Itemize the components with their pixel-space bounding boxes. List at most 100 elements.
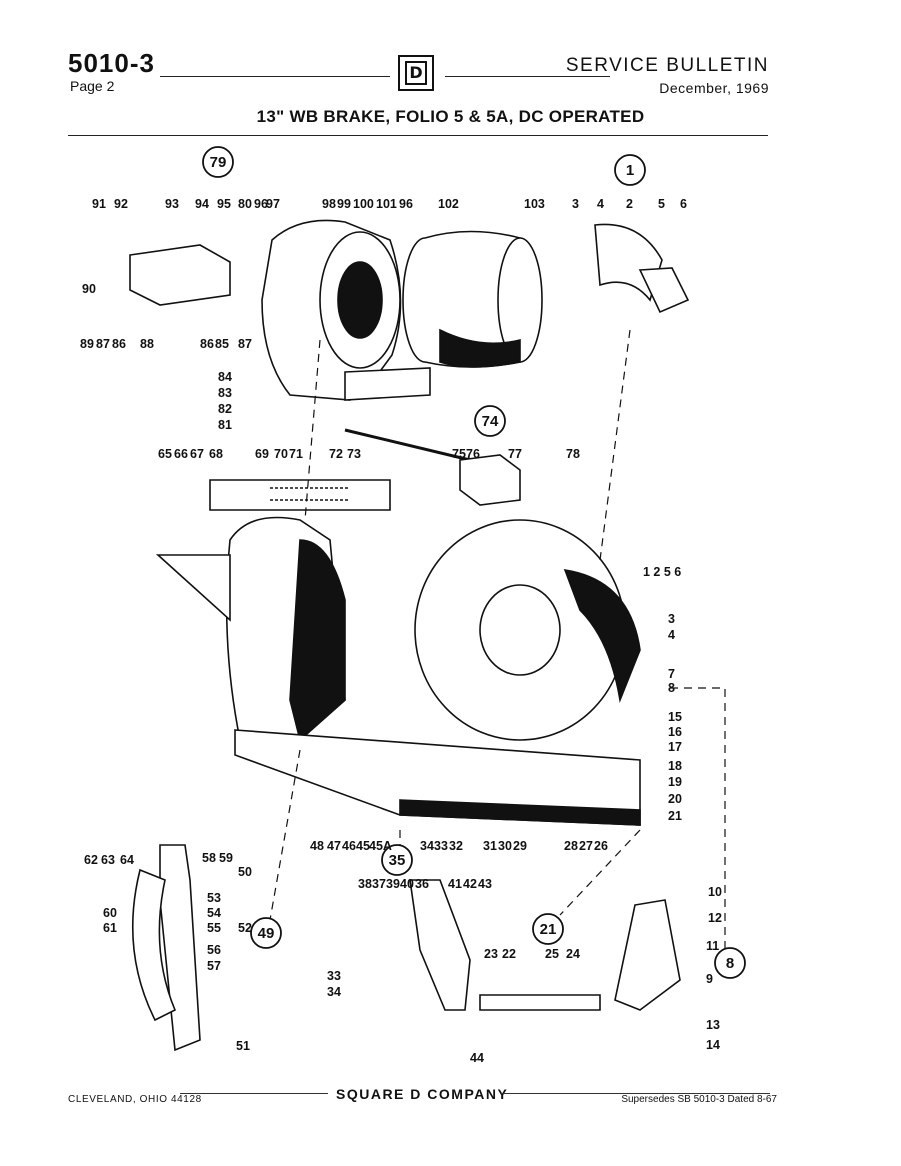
lever-arm-middle	[409, 879, 471, 1011]
part-label: 57	[207, 959, 221, 973]
part-label: 70	[274, 447, 288, 461]
part-label: 73	[347, 447, 361, 461]
part-label: 38	[358, 877, 372, 891]
part-label: 46	[342, 839, 356, 853]
part-label: 96	[399, 197, 413, 211]
part-label: 99	[337, 197, 351, 211]
part-label: 25	[545, 947, 559, 961]
part-label: 48	[310, 839, 324, 853]
part-label: 59	[219, 851, 233, 865]
part-label: 87	[96, 337, 110, 351]
frame-shadow	[289, 539, 346, 742]
part-label: 47	[327, 839, 341, 853]
part-label: 65	[158, 447, 172, 461]
shoe-lining	[638, 267, 690, 314]
part-label: 9	[706, 972, 713, 986]
part-label: 98	[322, 197, 336, 211]
housing-foot	[344, 367, 431, 401]
part-label: 89	[80, 337, 94, 351]
part-label: 34	[420, 839, 434, 853]
part-label: 43	[478, 877, 492, 891]
part-label: 20	[668, 792, 682, 806]
armature-shadow	[439, 328, 521, 368]
part-label: 18	[668, 759, 682, 773]
part-label: 26	[594, 839, 608, 853]
part-label: 72	[329, 447, 343, 461]
lever-arm-right	[614, 899, 681, 1011]
part-label: 54	[207, 906, 221, 920]
part-label: 64	[120, 853, 134, 867]
circled-ref-35	[381, 844, 413, 876]
part-label: 102	[438, 197, 459, 211]
part-label: 56	[207, 943, 221, 957]
document-number: 5010-3	[68, 48, 155, 78]
circled-ref-21-label: 21	[540, 921, 557, 938]
part-label: 41	[448, 877, 462, 891]
part-label: 62	[84, 853, 98, 867]
circled-ref-1-label: 1	[626, 162, 634, 179]
part-label: 1 2 5 6	[643, 565, 681, 579]
part-label: 92	[114, 197, 128, 211]
part-label: 12	[708, 911, 722, 925]
part-label: 84	[218, 370, 232, 384]
leader-dash-5	[269, 749, 301, 921]
part-label: 23	[484, 947, 498, 961]
header-rule-right	[445, 76, 610, 77]
footer-rule-right	[500, 1093, 770, 1094]
part-label: 8	[668, 681, 675, 695]
part-label: 44	[470, 1051, 484, 1065]
wheel-lining-right	[563, 569, 641, 703]
wedge	[155, 554, 231, 622]
part-label: 30	[498, 839, 512, 853]
part-label: 21	[668, 809, 682, 823]
part-label: 31	[483, 839, 497, 853]
part-label: 42	[463, 877, 477, 891]
part-label: 101	[376, 197, 397, 211]
circled-ref-35-label: 35	[389, 852, 406, 869]
part-label: 50	[238, 865, 252, 879]
part-label: 11	[706, 939, 719, 953]
part-label: 86	[200, 337, 214, 351]
part-label: 95	[217, 197, 231, 211]
footer-supersedes: Supersedes SB 5010-3 Dated 8-67	[621, 1094, 777, 1105]
part-label: 78	[566, 447, 580, 461]
part-label: 103	[524, 197, 545, 211]
footer-location: CLEVELAND, OHIO 44128	[68, 1094, 202, 1105]
circled-ref-8-label: 8	[726, 955, 734, 972]
circled-ref-49-label: 49	[258, 925, 275, 942]
lever-arm-left	[159, 844, 201, 1052]
part-label: 55	[207, 921, 221, 935]
part-label: 83	[218, 386, 232, 400]
part-label: 3	[572, 197, 579, 211]
part-label: 40	[400, 877, 414, 891]
part-label: 22	[502, 947, 516, 961]
part-label: 24	[566, 947, 580, 961]
part-label: 76	[466, 447, 480, 461]
brake-wheel-hub	[479, 584, 561, 676]
part-label: 2	[626, 197, 633, 211]
square-d-logo: D	[398, 55, 434, 91]
part-label: 53	[207, 891, 221, 905]
part-label: 94	[195, 197, 209, 211]
logo-letter: D	[405, 61, 427, 85]
page-heading: 13" WB BRAKE, FOLIO 5 & 5A, DC OPERATED	[256, 107, 645, 126]
spring-assembly	[209, 479, 391, 511]
header-rule-left	[160, 76, 390, 77]
heading-rule	[68, 135, 768, 136]
part-label: 39	[386, 877, 400, 891]
part-label: 88	[140, 337, 154, 351]
part-label: 19	[668, 775, 682, 789]
part-label: 87	[238, 337, 252, 351]
part-label: 60	[103, 906, 117, 920]
part-label: 17	[668, 740, 682, 754]
mounting-block	[129, 244, 231, 306]
diagram-drawing	[129, 219, 726, 1052]
part-label: 81	[218, 418, 232, 432]
part-label: 91	[92, 197, 106, 211]
part-label: 10	[708, 885, 722, 899]
part-label: 27	[579, 839, 593, 853]
part-label: 5	[658, 197, 665, 211]
part-label: 34	[327, 985, 341, 999]
part-label: 45	[356, 839, 370, 853]
part-label: 77	[508, 447, 522, 461]
